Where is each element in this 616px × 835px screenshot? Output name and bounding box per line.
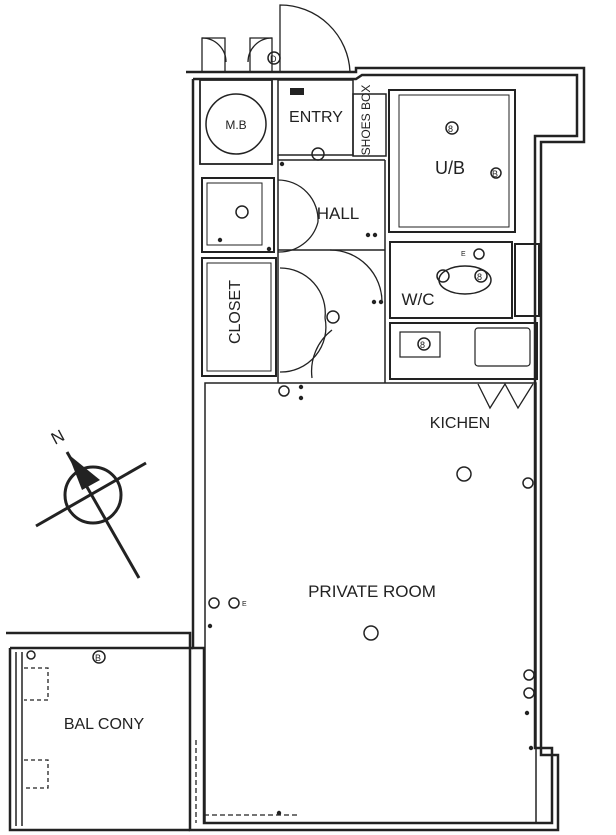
balcony-breaker: [92, 650, 106, 664]
room-label-wc: W/C: [401, 290, 434, 309]
ub-box: [388, 89, 516, 233]
dot: [298, 395, 304, 401]
compass-north-label: N: [48, 426, 68, 449]
entry-panel: [290, 88, 304, 95]
balcony-breaker-label: B: [95, 653, 101, 663]
dot: [266, 246, 272, 252]
kitchen-light: [456, 466, 472, 482]
front-door-swing: [279, 4, 351, 73]
room-label-shoes-box: SHOES BOX: [359, 85, 373, 156]
wc-circuit: [474, 269, 488, 283]
hall-door-swing: [277, 179, 319, 253]
closet-box: [201, 257, 277, 377]
mb-circle: [205, 93, 267, 155]
hall-wall: [277, 155, 386, 383]
mb-door-arc: [201, 37, 273, 63]
outer-wall: [6, 66, 586, 832]
dot: [217, 237, 223, 243]
room-label-ub: U/B: [435, 158, 465, 178]
wc-circuit-label: 8: [477, 272, 482, 282]
outlet-c: [522, 477, 534, 489]
outlet-a: [208, 597, 220, 609]
kitchen-circuit-label: 8: [420, 340, 425, 350]
dot: [524, 710, 530, 716]
room-power-label: E: [242, 601, 247, 608]
room-label-balcony: BAL CONY: [64, 716, 145, 733]
outlet-f: [278, 385, 290, 397]
dot: [371, 299, 377, 305]
outlet-e: [523, 687, 535, 699]
balcony-rail: [15, 652, 23, 826]
toilet-bowl: [438, 265, 492, 295]
balcony-door-arc: [24, 667, 49, 789]
dot: [207, 623, 213, 629]
dot: [365, 232, 371, 238]
outlet-d: [523, 669, 535, 681]
dot: [372, 232, 378, 238]
kitchen-sink: [474, 327, 531, 367]
light-fixture-sink: [235, 205, 249, 219]
wc-outlet: [473, 248, 485, 260]
room-label-kitchen: KICHEN: [430, 415, 490, 432]
dot: [528, 745, 534, 751]
dot: [276, 810, 282, 816]
dot: [378, 299, 384, 305]
wc-power-label: E: [461, 251, 466, 258]
balcony-wall: [8, 646, 193, 832]
inner-outer-wall: [191, 73, 579, 825]
room-label-closet: CLOSET: [227, 280, 244, 344]
ub-breaker-label: B: [492, 169, 498, 179]
balcony-tap: [26, 650, 36, 660]
private-room-wall: [204, 382, 537, 824]
window-dash: [195, 740, 300, 823]
mb-box: [199, 79, 273, 165]
kitchen-circuit: [417, 337, 431, 351]
ub-inner: [398, 94, 510, 228]
light-fixture-entry: [311, 147, 325, 161]
sink-box: [201, 177, 275, 253]
wc-shelf: [514, 243, 540, 317]
compass-rose: N: [35, 426, 147, 579]
door-symbol-label: D: [270, 54, 277, 64]
closet-door-swing: [279, 267, 327, 373]
room-label-mb: M.B: [225, 118, 246, 132]
shoes-box: [352, 93, 387, 157]
room-label-hall: HALL: [317, 204, 360, 223]
north-arrow-icon: [68, 454, 100, 490]
room-label-entry: ENTRY: [289, 109, 343, 126]
kitchen-hood: [477, 382, 534, 410]
wc-box: [389, 241, 513, 319]
stove: [399, 331, 441, 358]
outlet-b: [228, 597, 240, 609]
closet-inner: [206, 262, 272, 372]
ub-breaker: [490, 167, 502, 179]
dot: [298, 384, 304, 390]
ub-circuit: [445, 121, 459, 135]
wc-toilet: [436, 269, 450, 283]
dot: [279, 161, 285, 167]
mb-door-swing: [201, 37, 273, 72]
hall-light: [326, 310, 340, 324]
compass-circle: [63, 465, 123, 525]
kitchen-counter: [389, 322, 538, 380]
room-door-swing: [310, 249, 383, 379]
ub-circuit-label: 8: [448, 124, 453, 134]
room-label-private-room: PRIVATE ROOM: [308, 582, 436, 601]
door-marker: [267, 51, 281, 65]
room-light: [363, 625, 379, 641]
sink-inner: [206, 182, 263, 246]
